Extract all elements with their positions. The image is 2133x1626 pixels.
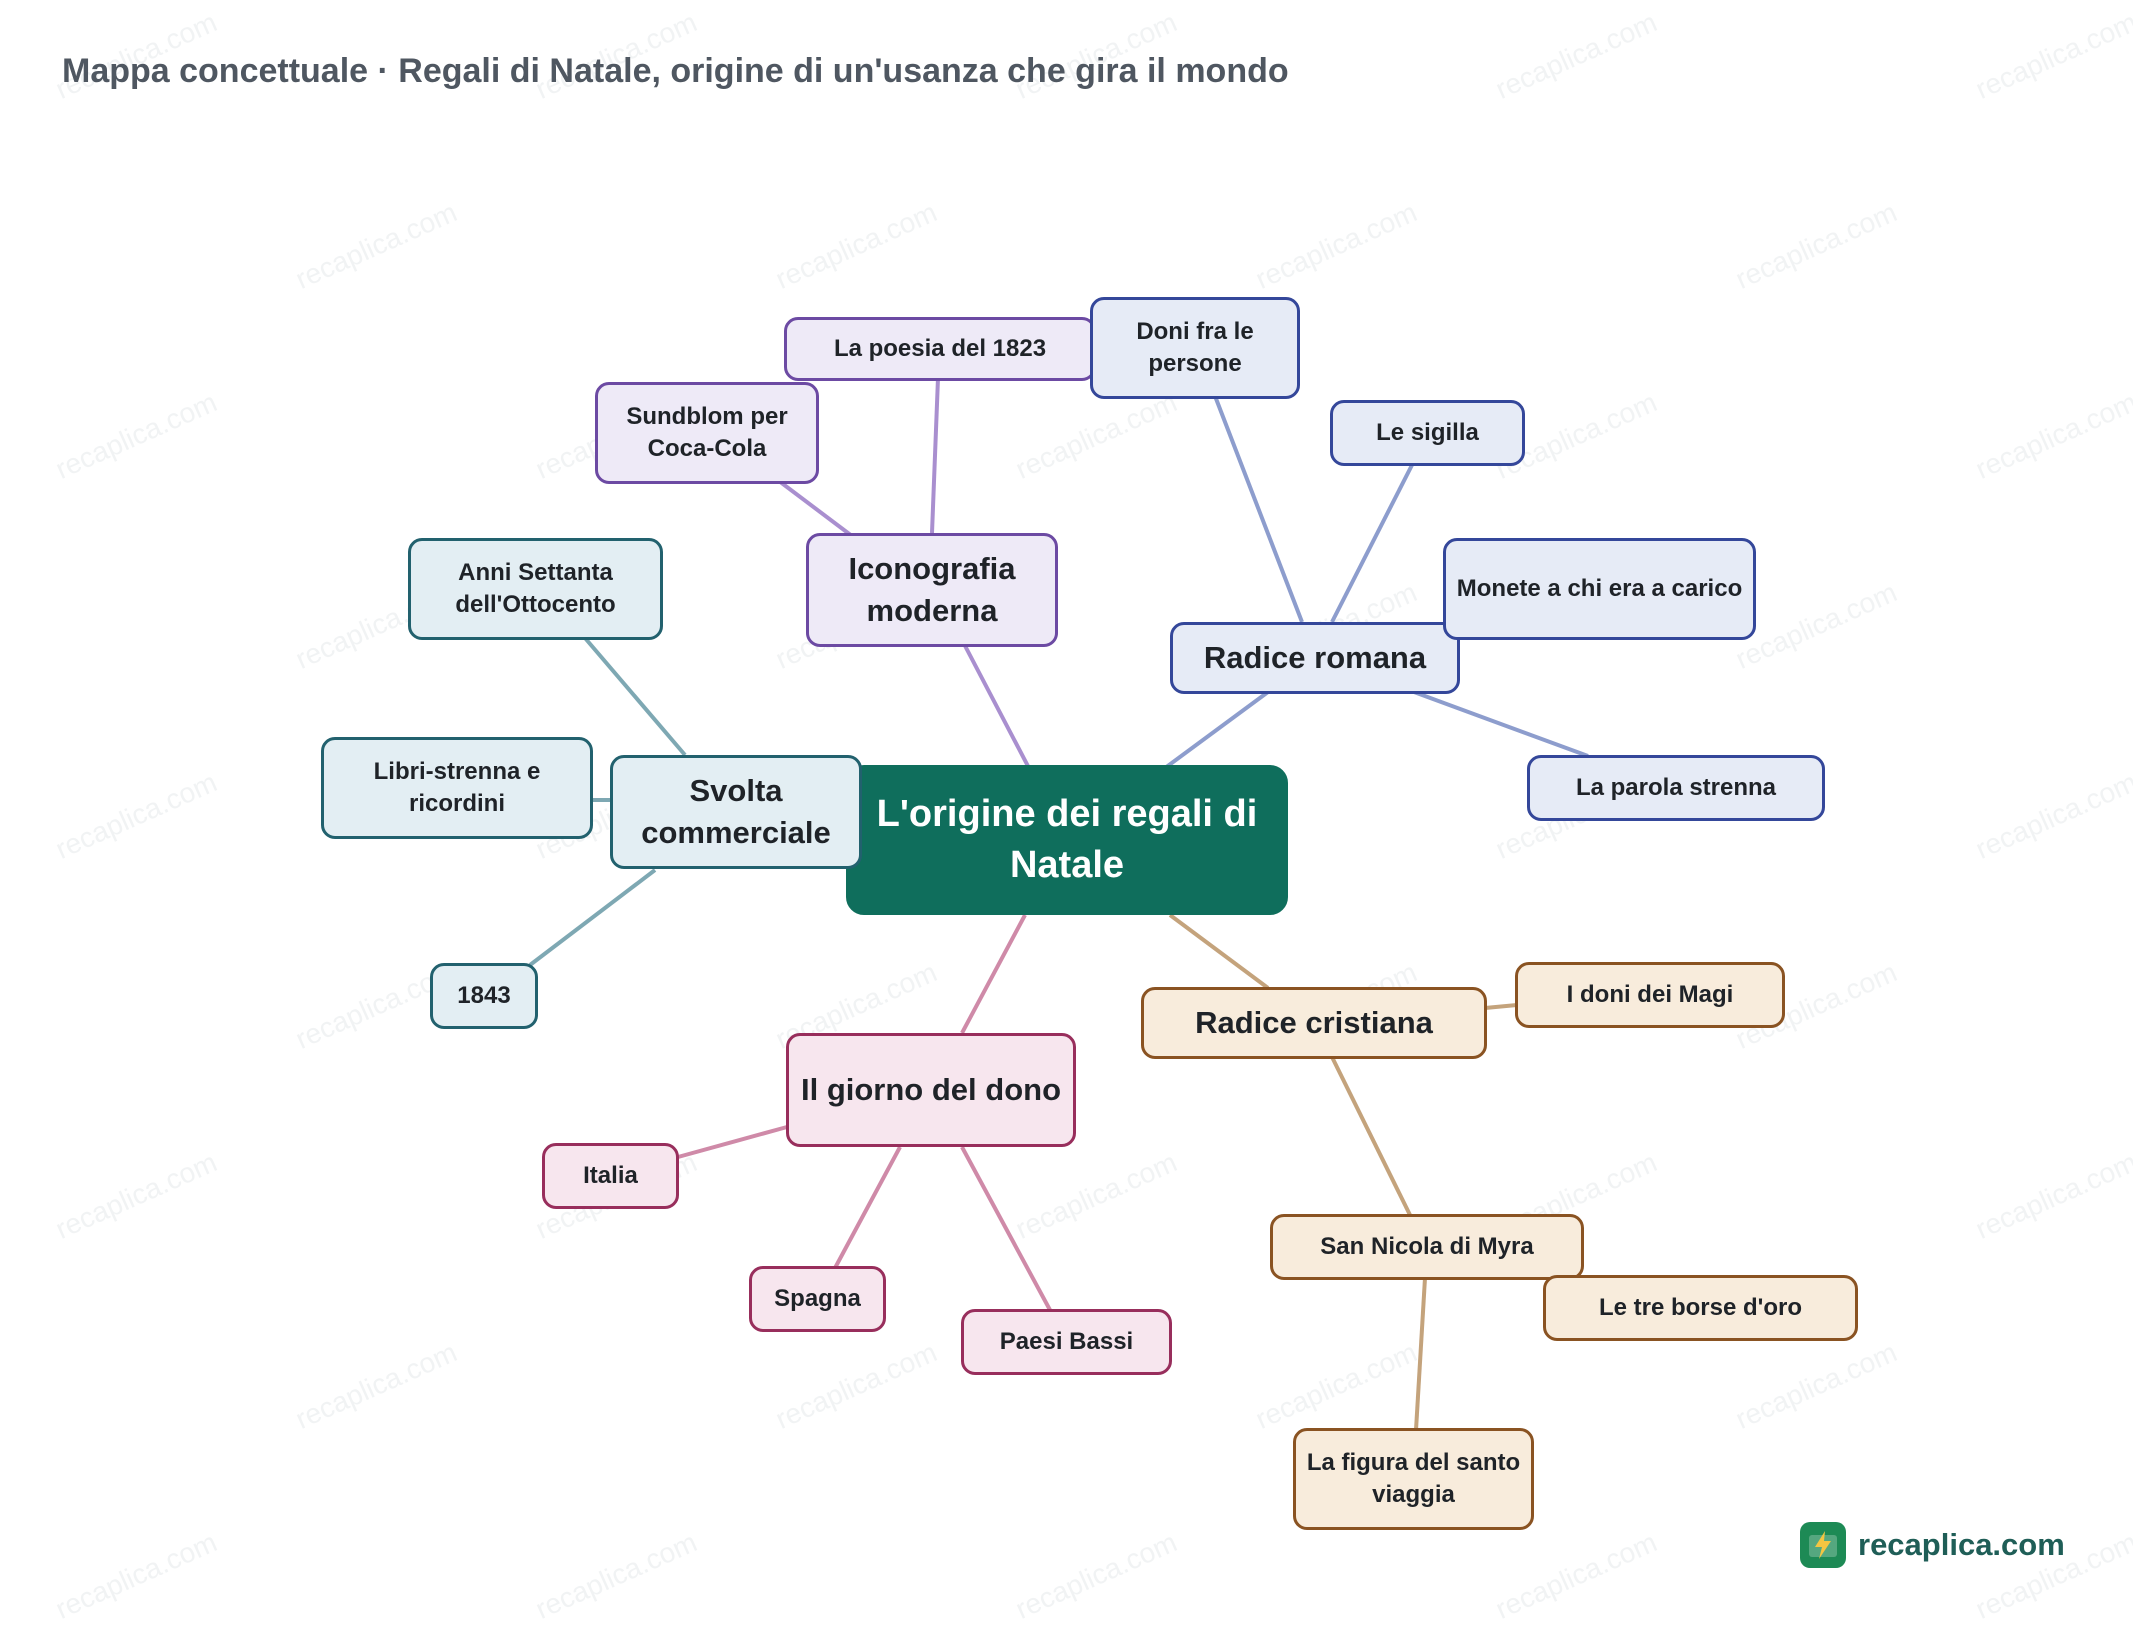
edge-center-romana: [1163, 690, 1270, 770]
leaf-la-parola-strenna[interactable]: La parola strenna: [1527, 755, 1825, 821]
branch-svolta-commerciale[interactable]: Svolta commerciale: [610, 755, 862, 869]
edge-center-giorno: [960, 914, 1027, 1034]
brand-name: recaplica.com: [1858, 1527, 2065, 1562]
edge-svolta-1843: [528, 868, 657, 967]
leaf-italia[interactable]: Italia: [542, 1143, 679, 1209]
edge-romana-doni: [1213, 395, 1304, 623]
center-node[interactable]: L'origine dei regali di Natale: [846, 765, 1288, 915]
branch-radice-romana[interactable]: Radice romana: [1170, 622, 1460, 694]
edge-svolta-anni: [583, 636, 687, 757]
edge-cristiana-nicola: [1330, 1056, 1412, 1216]
edge-giorno-italia: [677, 1125, 788, 1159]
branch-iconografia-moderna[interactable]: Iconografia moderna: [806, 533, 1058, 647]
leaf-poesia-1823[interactable]: La poesia del 1823: [784, 317, 1096, 381]
edge-romana-strenna: [1413, 690, 1589, 758]
leaf-le-sigilla[interactable]: Le sigilla: [1330, 400, 1525, 466]
edge-cristiana-magi: [1484, 1003, 1518, 1010]
leaf-libri-strenna-ricordini[interactable]: Libri-strenna e ricordini: [321, 737, 593, 839]
book-lightning-icon: [1800, 1522, 1846, 1568]
edge-giorno-spagna: [833, 1146, 902, 1269]
edge-iconografia-poesia: [930, 377, 940, 534]
leaf-tre-borse-oro[interactable]: Le tre borse d'oro: [1543, 1275, 1858, 1341]
branch-giorno-del-dono[interactable]: Il giorno del dono: [786, 1033, 1076, 1147]
edge-center-iconografia: [960, 639, 1032, 771]
leaf-monete-a-chi-era-a-carico[interactable]: Monete a chi era a carico: [1443, 538, 1756, 640]
leaf-figura-santo-viaggia[interactable]: La figura del santo viaggia: [1293, 1428, 1534, 1530]
leaf-anni-settanta-ottocento[interactable]: Anni Settanta dell'Ottocento: [408, 538, 663, 640]
leaf-paesi-bassi[interactable]: Paesi Bassi: [961, 1309, 1172, 1375]
leaf-doni-dei-magi[interactable]: I doni dei Magi: [1515, 962, 1785, 1028]
edge-iconografia-sundblom: [773, 476, 854, 538]
leaf-san-nicola-di-myra[interactable]: San Nicola di Myra: [1270, 1214, 1584, 1280]
leaf-spagna[interactable]: Spagna: [749, 1266, 886, 1332]
branch-radice-cristiana[interactable]: Radice cristiana: [1141, 987, 1487, 1059]
edge-romana-sigilla: [1330, 464, 1414, 623]
brand-logo[interactable]: recaplica.com: [1800, 1522, 2065, 1568]
leaf-doni-fra-le-persone[interactable]: Doni fra le persone: [1090, 297, 1300, 399]
leaf-1843[interactable]: 1843: [430, 963, 538, 1029]
edge-giorno-paesi: [960, 1146, 1052, 1311]
edge-nicola-figura: [1414, 1277, 1427, 1431]
leaf-sundblom-coca-cola[interactable]: Sundblom per Coca-Cola: [595, 382, 819, 484]
edge-center-cristiana: [1168, 913, 1270, 990]
page-title: Mappa concettuale · Regali di Natale, or…: [62, 52, 1289, 90]
